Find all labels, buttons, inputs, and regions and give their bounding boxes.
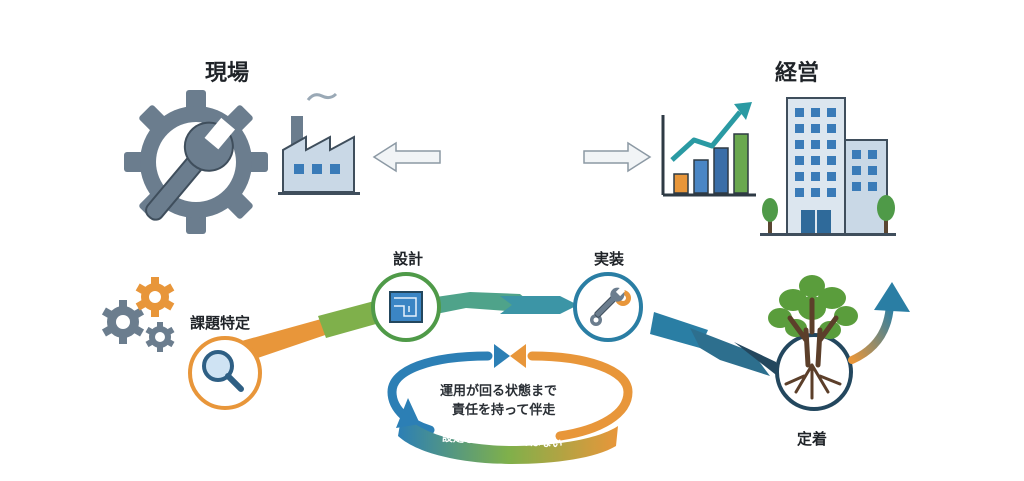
heading-right: 経営 xyxy=(775,61,820,86)
factory-icon xyxy=(278,92,360,195)
heading-left: 現場 xyxy=(205,61,250,86)
step-label-issue: 課題特定 xyxy=(190,314,251,332)
tree-icon xyxy=(768,275,858,411)
arrow-right-icon xyxy=(583,141,652,173)
office-building-icon xyxy=(760,97,896,236)
step-label-implement: 実装 xyxy=(594,250,625,268)
cycle-text-line1: 運用が回る状態まで xyxy=(440,384,558,399)
cycle-ring xyxy=(387,344,633,464)
gears-cluster-icon xyxy=(101,277,175,352)
step-label-design: 設計 xyxy=(393,250,424,268)
magnifier-icon xyxy=(188,336,262,410)
bar-chart-icon xyxy=(661,102,756,197)
step-label-adoption: 定着 xyxy=(797,430,828,448)
gear-wrench-icon xyxy=(124,90,268,234)
wrench-gear-icon xyxy=(573,272,643,342)
cycle-text-line2: 責任を持って伴走 xyxy=(452,403,556,418)
growth-arrow-icon xyxy=(848,282,910,364)
blueprint-icon xyxy=(371,272,441,342)
arrow-left-icon xyxy=(372,141,441,173)
process-flow-band xyxy=(238,292,780,378)
